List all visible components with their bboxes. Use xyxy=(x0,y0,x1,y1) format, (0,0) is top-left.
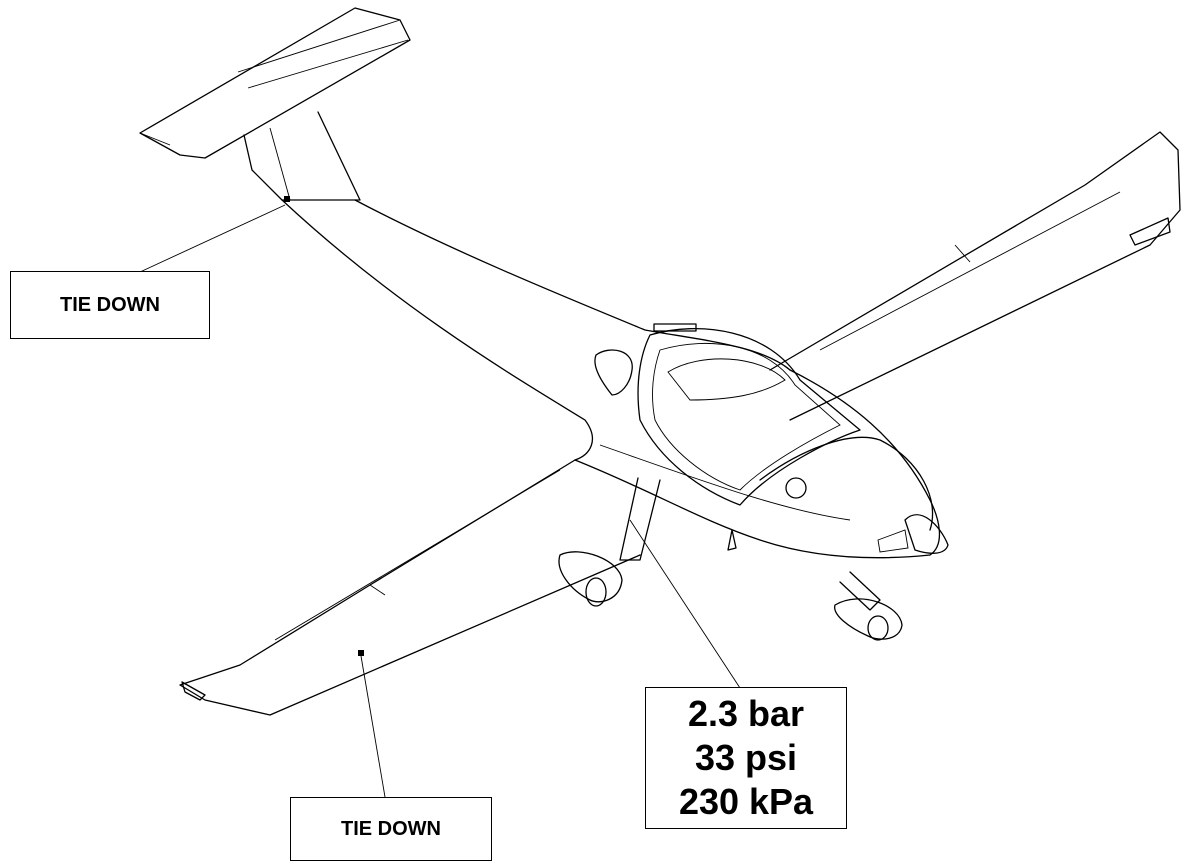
left-wing xyxy=(179,459,641,716)
tie-down-tail-text: TIE DOWN xyxy=(60,293,160,316)
horizontal-stabilizer xyxy=(139,7,411,159)
air-intake xyxy=(594,349,633,396)
landing-gear xyxy=(558,477,903,641)
right-wing xyxy=(769,131,1181,421)
canopy xyxy=(637,323,861,506)
pressure-kpa: 230 kPa xyxy=(678,781,814,822)
pressure-bar: 2.3 bar xyxy=(687,693,805,734)
tire-pressure-label: 2.3 bar 33 psi 230 kPa xyxy=(645,687,847,829)
engine-cowling xyxy=(759,436,949,554)
tie-down-wing-text: TIE DOWN xyxy=(341,817,441,840)
fuselage xyxy=(281,199,941,559)
leader-lines xyxy=(139,204,741,798)
tie-down-tail-label: TIE DOWN xyxy=(10,271,210,339)
pressure-psi: 33 psi xyxy=(694,737,798,778)
tie-down-wing-label: TIE DOWN xyxy=(290,797,492,861)
